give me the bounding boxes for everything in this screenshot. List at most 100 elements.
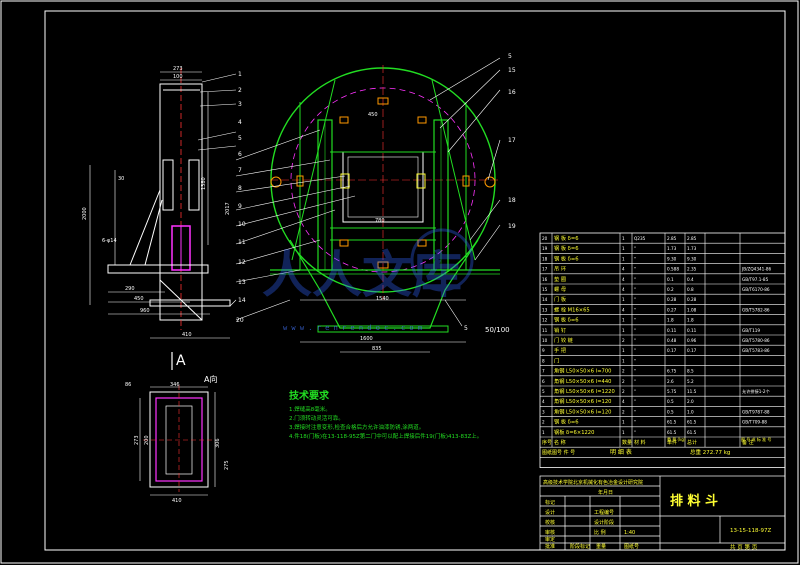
- bom-cell: 11: [542, 328, 548, 333]
- bom-cell: ": [634, 297, 636, 302]
- bom-cell: JB/ZQ4341-86: [741, 267, 772, 272]
- bom-cell: 2.85: [667, 236, 677, 241]
- bom-cell: 2.35: [687, 267, 697, 272]
- dim-6x40: 6-φ14: [102, 238, 117, 244]
- bom-cell: 1: [622, 236, 625, 241]
- bom-cell: 角钢 L50×50×6 l=440: [554, 377, 611, 385]
- bom-cell: ": [634, 277, 636, 282]
- bom-cell: 1.73: [667, 246, 677, 251]
- bom-cell: 销 钉: [554, 326, 566, 334]
- callout-3: 3: [238, 101, 242, 108]
- bom-cell: 12: [542, 318, 548, 323]
- bom-cell: 钢 板 δ=6: [554, 316, 579, 324]
- dim-780: 780: [375, 218, 385, 224]
- bom-cell: 20: [542, 236, 548, 241]
- bom-cell: 16: [542, 277, 548, 282]
- dim-346: 346: [170, 382, 180, 388]
- tech-req-line-3: 3.焊接时注意变形,检查合格后方允许油漆防锈,涂两道。: [289, 423, 424, 431]
- bom-cell: 5: [542, 389, 545, 394]
- bom-cell: 11.5: [687, 389, 697, 394]
- bom-cell: 1.8: [667, 318, 674, 323]
- dim-306: 306: [215, 438, 221, 448]
- bom-cell: 允许拼接1-2个: [742, 388, 771, 395]
- bom-cell: 18: [542, 256, 548, 261]
- callout-9: 9: [238, 203, 242, 210]
- bom-cell: ": [634, 369, 636, 374]
- callout-1: 1: [238, 71, 242, 78]
- dim-100-side: 100: [173, 74, 183, 80]
- bom-cell: 0.11: [667, 328, 677, 333]
- callout-18: 18: [508, 197, 516, 204]
- bom-cell: ": [634, 307, 636, 312]
- bom-cell: 17: [542, 267, 548, 272]
- callout-12: 12: [238, 259, 246, 266]
- dim-275: 275: [224, 460, 230, 470]
- bom-cell: 61.5: [667, 430, 677, 435]
- tech-req-heading: 技术要求: [289, 389, 330, 402]
- bom-cell: 4: [622, 307, 625, 312]
- callout-11: 11: [238, 239, 246, 246]
- bom-cell: 4: [622, 277, 625, 282]
- bom-cell: 1.08: [687, 307, 697, 312]
- bom-cell: ": [634, 399, 636, 404]
- watermark: 人人文库: [262, 228, 474, 304]
- bom-cell: 1: [542, 430, 545, 435]
- bom-cell: 0.48: [667, 338, 677, 343]
- tb-stage-mark: 阶段标记: [570, 543, 590, 550]
- bom-cell: 0.2: [667, 287, 674, 292]
- bom-cell: 0.5: [667, 399, 674, 404]
- bom-header-cell: 单件: [667, 439, 677, 446]
- tb-mark: 标记: [545, 499, 555, 506]
- bom-cell: 0.5: [667, 409, 674, 414]
- bom-cell: 3: [542, 409, 545, 414]
- bom-header-cell: 备 注: [742, 439, 754, 446]
- bom-cell: 0.27: [667, 307, 677, 312]
- bom-cell: 2: [622, 369, 625, 374]
- bom-cell: 1: [622, 328, 625, 333]
- bom-cell: 1.8: [687, 318, 694, 323]
- bom-cell: 7: [542, 369, 545, 374]
- bom-header-cell: 总计: [687, 439, 697, 446]
- front-view: [270, 65, 500, 333]
- bom-cell: 钢 板 δ=6: [554, 234, 579, 242]
- bom-cell: 61.5: [687, 420, 697, 425]
- bom-cell: 螺 母: [554, 285, 566, 293]
- section-a-label: A: [176, 353, 186, 369]
- dim-2000: 2000: [82, 207, 88, 220]
- bom-cell: 9.30: [687, 256, 697, 261]
- sheet-count: 共 页 第 页: [730, 543, 758, 551]
- bom-cell: 角钢 L50×50×6 l=1220: [554, 387, 615, 395]
- bom-cell: 1: [622, 318, 625, 323]
- dim-410: 410: [182, 332, 192, 338]
- bom-cell: 角钢 L50×50×6 l=700: [554, 367, 611, 375]
- bom-cell: ": [634, 389, 636, 394]
- bom-cell: ": [634, 267, 636, 272]
- bom-cell: ": [634, 318, 636, 323]
- bom-header-cell: 序号: [542, 439, 552, 446]
- tech-req-line-2: 2.门须转动灵活可靠。: [289, 414, 344, 422]
- bom-cell: 0.588: [667, 267, 679, 272]
- callout-5-bottom: 5: [464, 325, 468, 332]
- bom-cell: 钢 板 δ=6: [554, 254, 579, 262]
- bom-cell: 2: [622, 409, 625, 414]
- dim-273-side: 273: [173, 66, 183, 72]
- bom-cell: 钢 板 δ=6: [554, 418, 579, 426]
- bom-cell: 9.30: [667, 256, 677, 261]
- bom-cell: ": [634, 246, 636, 251]
- bom-cell: GB/T119: [742, 328, 760, 333]
- bom-cell: 角钢 L50×50×6 l=120: [554, 407, 611, 415]
- bom-cell: 2.6: [667, 379, 674, 384]
- bom-cell: 4: [542, 399, 545, 404]
- callout-14: 14: [238, 297, 246, 304]
- tb-project-no: 工程编号: [594, 509, 614, 516]
- bom-cell: 2: [542, 420, 545, 425]
- bom-cell: 1: [622, 348, 625, 353]
- side-view: [89, 68, 231, 339]
- bom-cell: 角钢 L50×50×6 l=120: [554, 397, 611, 405]
- bom-cell: GB/T709-88: [742, 420, 767, 425]
- callout-7: 7: [238, 167, 242, 174]
- callout-6: 6: [238, 151, 242, 158]
- callout-numbers: 1 2 3 4 5 6 7 8 9 10 11 12 13 14 20 5 15…: [236, 53, 516, 332]
